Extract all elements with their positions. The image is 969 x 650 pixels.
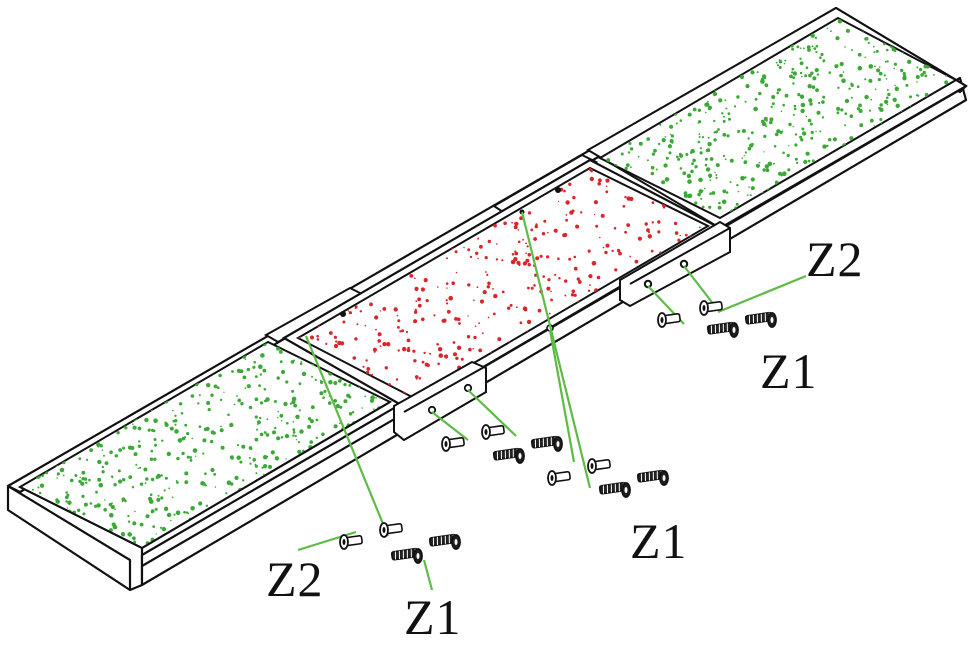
screw-group [339, 300, 777, 564]
screw-icon [706, 321, 739, 338]
screw-icon [657, 312, 681, 328]
label-z2-left: Z2 [266, 551, 324, 607]
screw-icon [379, 522, 403, 538]
screw-icon [587, 458, 611, 474]
screw-icon [481, 424, 505, 440]
screw-icon [547, 470, 571, 486]
leader-lines [297, 211, 807, 591]
screw-icon [339, 534, 363, 550]
screw-icon [390, 547, 423, 564]
label-z1-right: Z1 [760, 343, 818, 399]
screw-icon [744, 311, 777, 328]
screw-icon [441, 436, 465, 452]
screw-icon [492, 447, 525, 464]
screw-icon [598, 481, 631, 498]
label-z2-right: Z2 [806, 231, 864, 287]
right-bracket [619, 220, 731, 308]
screw-icon [428, 533, 461, 550]
screw-icon [699, 300, 723, 316]
screw-icon [636, 469, 669, 486]
label-z1-center: Z1 [630, 513, 688, 569]
label-z1-left: Z1 [404, 589, 462, 645]
screw-icon [530, 435, 563, 452]
center-front-bracket [393, 360, 487, 442]
